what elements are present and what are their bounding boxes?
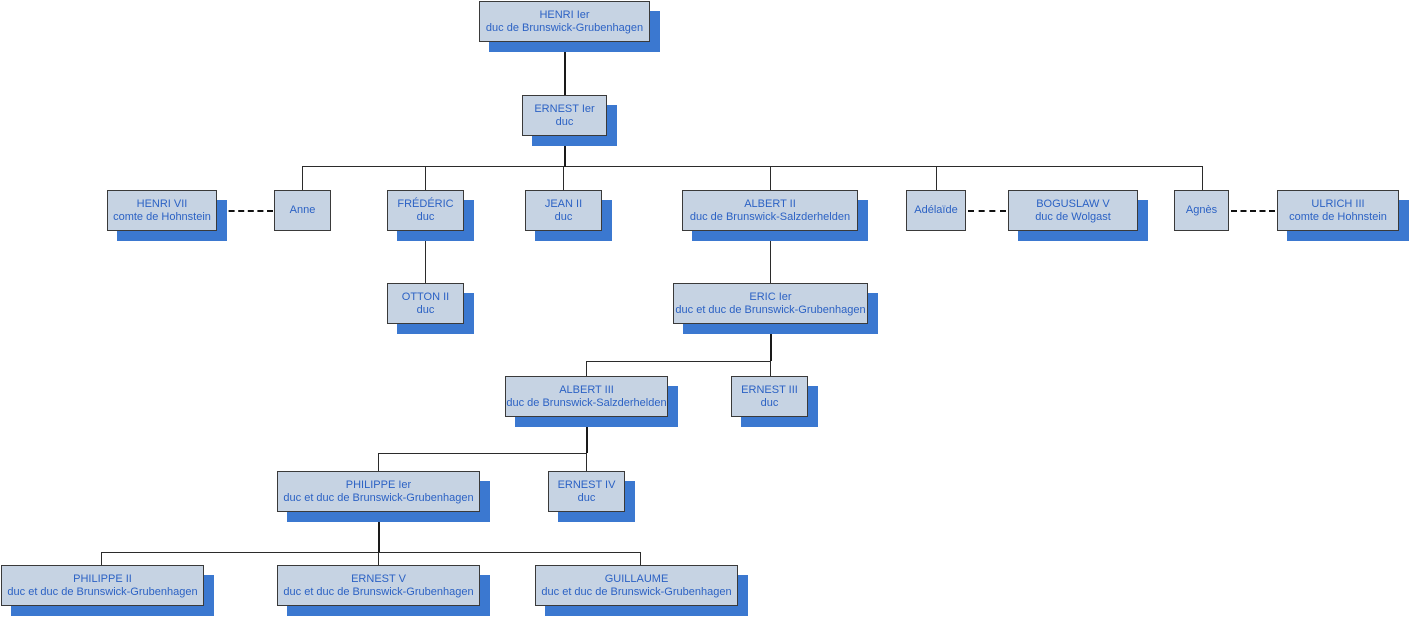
node-name: ERNEST Ier	[534, 102, 595, 115]
node-anne[interactable]: Anne	[274, 190, 331, 231]
node-title: comte de Hohnstein	[1289, 210, 1387, 223]
connector-v-ernest1-down	[564, 136, 566, 167]
node-title: duc et duc de Brunswick-Grubenhagen	[283, 491, 474, 504]
node-name: PHILIPPE II	[73, 572, 132, 585]
node-name: BOGUSLAW V	[1036, 197, 1110, 210]
connector-v-philippe1-down	[378, 512, 380, 552]
node-name: JEAN II	[544, 197, 583, 210]
connector-h-bus-children-philippe1	[101, 552, 640, 553]
node-name: GUILLAUME	[604, 572, 669, 585]
connector-v-bus3-ernest4	[586, 453, 587, 471]
connector-v-albert3-down	[586, 417, 588, 453]
connector-v-bus4-philippe2	[101, 552, 102, 565]
node-name: PHILIPPE Ier	[345, 478, 412, 491]
node-name: ERNEST V	[351, 572, 406, 585]
node-title: duc et duc de Brunswick-Grubenhagen	[675, 303, 866, 316]
marriage-link-adelaide-boguslaw	[968, 210, 1006, 212]
connector-v-bus1-agnes	[1202, 166, 1203, 190]
marriage-link-henri7-anne	[219, 210, 273, 212]
node-name: Agnès	[1185, 204, 1218, 216]
node-title: duc	[577, 491, 596, 504]
connector-h-bus-children-ernest1	[302, 166, 1202, 167]
node-agnes[interactable]: Agnès	[1174, 190, 1229, 231]
connector-v-bus1-albert2	[770, 166, 771, 190]
node-title: duc	[416, 303, 435, 316]
node-name: HENRI VII	[136, 197, 188, 210]
connector-v-bus2-albert3	[586, 361, 587, 376]
node-name: ULRICH III	[1311, 197, 1365, 210]
node-title: duc de Wolgast	[1035, 210, 1111, 223]
connector-v-bus4-ernest5	[378, 552, 379, 565]
node-title: duc de Brunswick-Salzderhelden	[506, 396, 667, 409]
connector-v-bus1-adelaide	[936, 166, 937, 190]
marriage-link-agnes-ulrich3	[1231, 210, 1275, 212]
node-name: HENRI Ier	[539, 8, 590, 21]
node-adelaide[interactable]: Adélaïde	[906, 190, 966, 231]
node-title: duc	[554, 210, 573, 223]
connector-v-henri1-down	[564, 42, 566, 95]
node-name: Anne	[289, 204, 316, 216]
node-title: duc et duc de Brunswick-Grubenhagen	[7, 585, 198, 598]
connector-v-bus1-anne	[302, 166, 303, 190]
node-name: ALBERT III	[559, 383, 614, 396]
connector-h-bus-children-albert3	[378, 453, 586, 454]
node-name: Adélaïde	[914, 204, 958, 216]
node-title: duc	[555, 115, 574, 128]
node-title: duc et duc de Brunswick-Grubenhagen	[283, 585, 474, 598]
connector-v-bus1-jean2	[563, 166, 564, 190]
connector-v-bus3-philippe1	[378, 453, 379, 471]
node-name: ALBERT II	[744, 197, 796, 210]
connector-h-bus-children-eric1	[586, 361, 770, 362]
node-name: ERNEST IV	[557, 478, 616, 491]
node-name: FRÉDÉRIC	[397, 197, 454, 210]
node-name: OTTON II	[401, 290, 450, 303]
node-title: duc	[416, 210, 435, 223]
node-title: comte de Hohnstein	[113, 210, 211, 223]
node-title: duc	[760, 396, 779, 409]
connector-v-frederic-otton2	[425, 231, 426, 283]
node-name: ERNEST III	[741, 383, 798, 396]
node-title: duc de Brunswick-Salzderhelden	[689, 210, 851, 223]
connector-v-bus1-frederic	[425, 166, 426, 190]
node-title: duc de Brunswick-Grubenhagen	[485, 21, 644, 34]
connector-v-bus2-ernest3	[770, 361, 771, 376]
connector-v-bus4-guillaume	[640, 552, 641, 565]
connector-v-eric1-down	[770, 324, 772, 361]
connector-v-albert2-eric1	[770, 231, 771, 283]
node-name: ERIC Ier	[749, 290, 792, 303]
node-title: duc et duc de Brunswick-Grubenhagen	[541, 585, 732, 598]
